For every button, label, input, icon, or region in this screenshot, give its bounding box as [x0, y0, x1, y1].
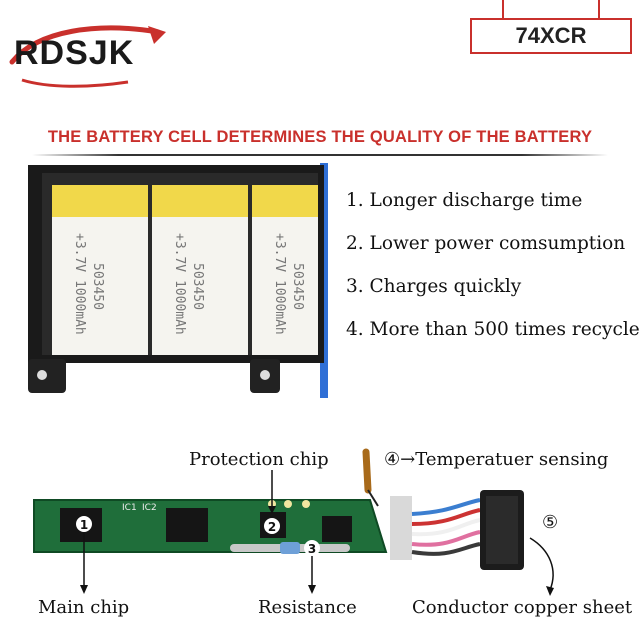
brand-logo [9, 25, 166, 88]
ic1-label: IC1 [122, 503, 137, 513]
cell-model: 503450 [190, 263, 205, 310]
battery-cell: +3.7V 1000mAh 503450 [252, 185, 318, 355]
marker-protection-chip: 2 [268, 520, 276, 534]
quality-banner: THE BATTERY CELL DETERMINES THE QUALITY … [47, 128, 593, 146]
feature-item: 1. Longer discharge time [346, 190, 583, 211]
battery-cells-photo: +3.7V 1000mAh 503450 +3.7V 1000mAh 50345… [28, 163, 328, 398]
cell-label: +3.7V 1000mAh [172, 233, 187, 335]
model-tab-left [502, 0, 504, 18]
battery-cell: +3.7V 1000mAh 503450 [52, 185, 148, 355]
feature-item: 2. Lower power comsumption [346, 233, 626, 254]
battery-cell: +3.7V 1000mAh 503450 [152, 185, 248, 355]
cell-label: +3.7V 1000mAh [272, 233, 287, 335]
ic2-label: IC2 [142, 503, 157, 513]
cell-model: 503450 [290, 263, 305, 310]
model-number: 74XCR [470, 18, 632, 54]
cell-label: +3.7V 1000mAh [72, 233, 87, 335]
feature-item: 3. Charges quickly [346, 276, 522, 297]
brand-name: RDSJK [14, 34, 135, 72]
pcb-diagram: 1 2 3 IC1 IC2 [33, 448, 554, 596]
cell-model: 503450 [90, 263, 105, 310]
resistance-label: Resistance [258, 597, 357, 618]
copper-sheet-label: Conductor copper sheet [412, 597, 633, 618]
protection-chip-label: Protection chip [189, 449, 329, 470]
banner-divider [32, 154, 608, 156]
main-chip-label: Main chip [38, 597, 130, 618]
model-tab-right [598, 0, 600, 18]
marker-main-chip: 1 [80, 518, 88, 532]
copper-sheet-marker: ⑤ [542, 512, 559, 533]
feature-item: 4. More than 500 times recycle [346, 319, 640, 340]
temperature-sensing-label: ④→Temperatuer sensing [384, 449, 609, 470]
marker-resistance: 3 [308, 542, 316, 556]
